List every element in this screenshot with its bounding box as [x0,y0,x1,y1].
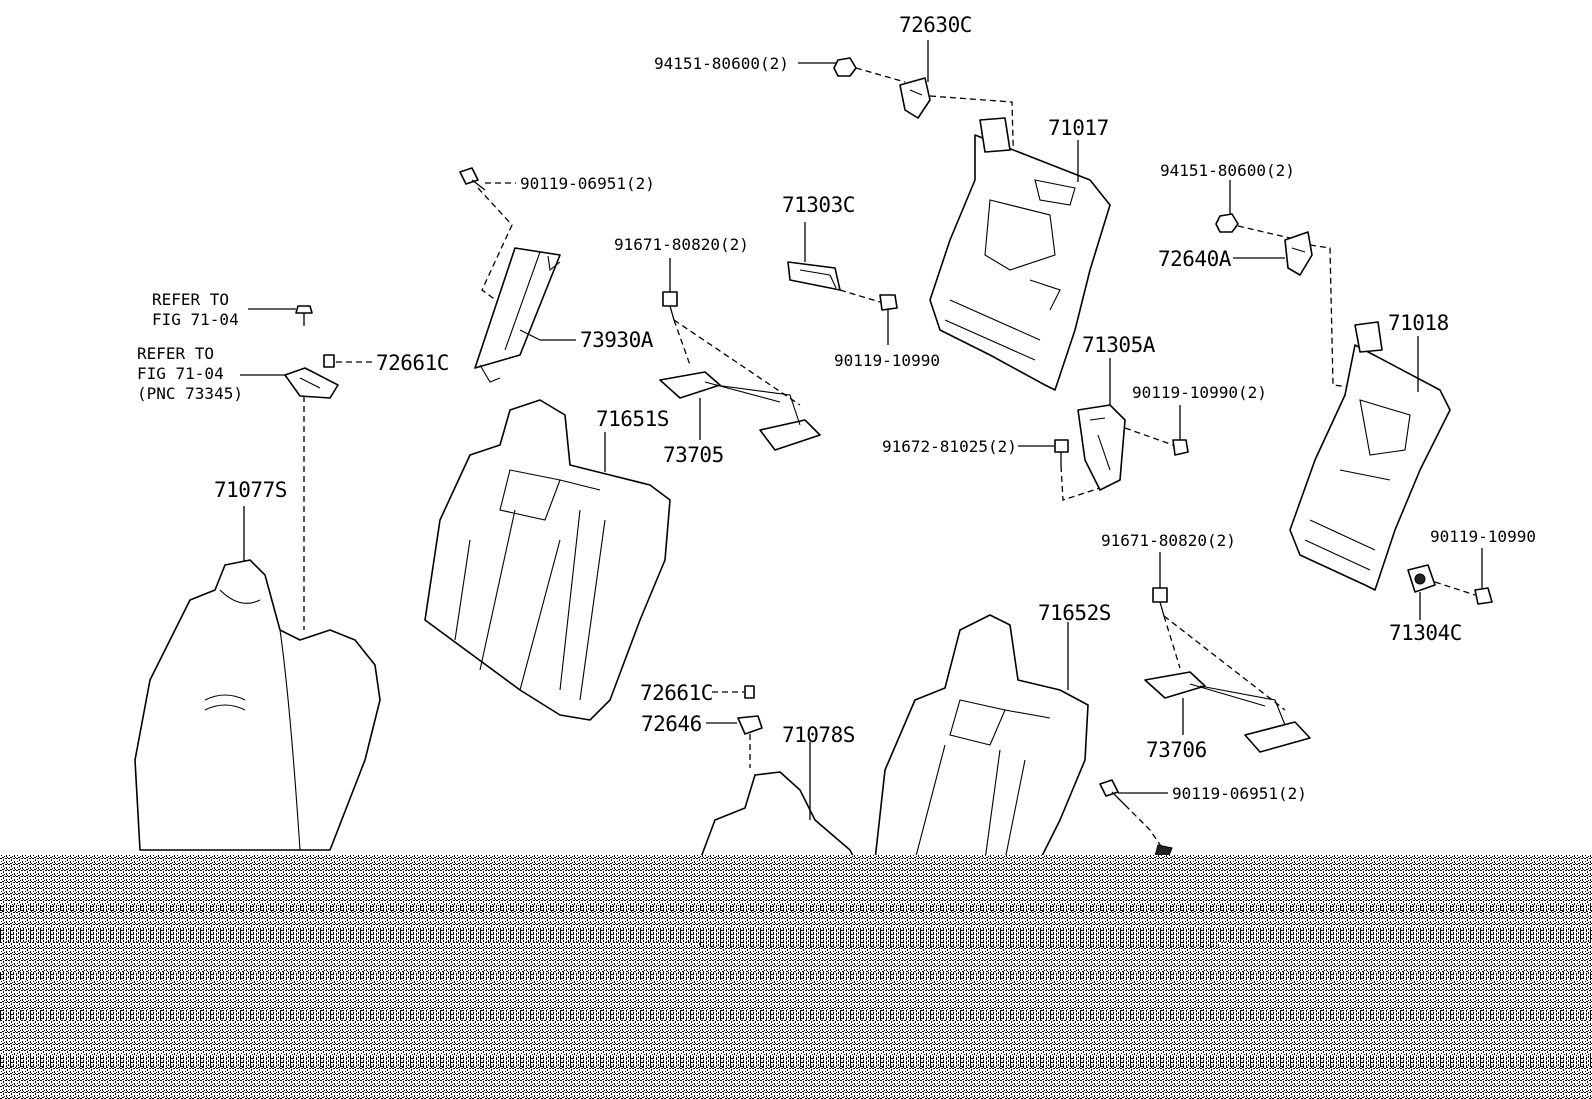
label-91671-top: 91671-80820(2) [614,235,749,254]
label-90119-10990-2: 90119-10990(2) [1132,383,1267,402]
label-72640a: 72640A [1158,247,1232,271]
label-refer2-b: FIG 71-04 [137,364,224,383]
label-71017: 71017 [1048,116,1109,140]
label-94151-right: 94151-80600(2) [1160,161,1295,180]
dash-91671-bottom-a [1163,615,1181,669]
label-72661c-top: 72661C [376,351,449,375]
label-refer2-a: REFER TO [137,344,214,363]
bolt-90119-06951-top [459,167,486,191]
label-refer1-b: FIG 71-04 [152,310,239,329]
bracket-71305a [1077,404,1126,491]
dash-91672 [1060,465,1101,501]
label-71078s: 71078S [782,723,855,747]
label-refer1-a: REFER TO [152,290,229,309]
bracket-71303c [787,261,841,291]
label-90119-06951-bottom: 90119-06951(2) [1172,784,1307,803]
label-90119-06951-top: 90119-06951(2) [520,174,655,193]
dash-91671-a [673,319,691,366]
label-73706: 73706 [1146,738,1207,762]
label-refer2-c: (PNC 73345) [137,384,243,403]
label-91671-bottom: 91671-80820(2) [1101,531,1236,550]
nut-94151-right [1215,213,1239,233]
bracket-refer2 [284,367,339,399]
noise-band [0,855,1592,1099]
bracket-71304c [1407,564,1436,593]
label-71652s: 71652S [1038,601,1111,625]
nut-94151-top [833,57,857,77]
bracket-72640a [1284,231,1313,276]
bar-73930a [474,247,561,383]
dash-71303c [839,289,881,303]
bolt-90119-06951-bottom [1099,779,1126,806]
clip-72661c-bottom [744,685,755,699]
clip-72646 [737,715,763,735]
bracket-73705 [659,371,821,451]
bolt-91671-bottom [1152,587,1168,617]
label-71305a: 71305A [1082,333,1156,357]
label-72630c: 72630C [899,13,972,37]
bolt-90119-10990-mid [879,294,898,311]
seat-cover-71652s [874,614,1089,861]
label-71651s: 71651S [596,407,669,431]
label-71077s: 71077S [214,478,287,502]
clip-72661c-top [323,354,335,368]
dash-91671-bottom-b [1163,615,1286,711]
bolt-90119-10990-right [1474,587,1493,605]
seat-back-71077s [134,559,381,851]
label-90119-10990-right: 90119-10990 [1430,527,1536,546]
bracket-72630c [899,77,931,119]
label-73930a: 73930A [580,328,654,352]
bolt-refer1 [295,305,313,326]
dash-90119-06951-bottom [1124,804,1166,853]
bracket-73706 [1144,671,1311,753]
bolt-90119-10990-2 [1172,439,1189,456]
label-71303c: 71303C [782,193,855,217]
dash-94151-right [1237,225,1291,239]
frame-71017 [929,117,1111,391]
label-72661c-bottom: 72661C [640,681,713,705]
dash-72630c [929,95,1016,216]
frame-71018 [1289,321,1451,591]
label-91672: 91672-81025(2) [882,437,1017,456]
label-71304c: 71304C [1389,621,1462,645]
bolt-91671-top [662,291,678,321]
label-73705: 73705 [663,443,724,467]
label-90119-10990-mid: 90119-10990 [834,351,940,370]
seat-cover-71651s [424,399,671,721]
dash-71304c [1434,581,1476,596]
dash-91671-b [673,319,801,406]
label-72646: 72646 [641,712,702,736]
label-71018: 71018 [1388,311,1449,335]
dash-94151-top [855,67,906,83]
seat-back-71078s [699,771,856,861]
label-94151-top: 94151-80600(2) [654,54,789,73]
dash-90119-10990-2 [1124,427,1174,446]
bolt-91672 [1054,439,1069,466]
